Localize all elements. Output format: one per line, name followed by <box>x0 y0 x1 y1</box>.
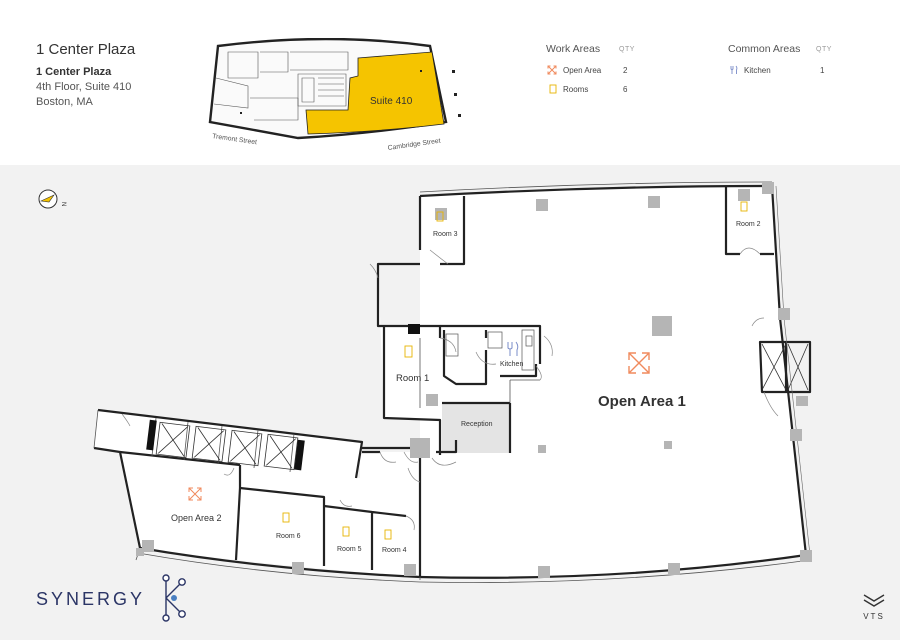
key-plan: Suite 410 Tremont Street Cambridge Stree… <box>208 38 461 152</box>
vts-logo-mark <box>863 594 885 607</box>
left-wing-outer-wall <box>97 408 364 479</box>
floor-plan-area: Room 3 Room 2 Room 1 Kitchen Reception O… <box>0 165 900 640</box>
room-icon-room4 <box>384 529 392 540</box>
synergy-logo-mark <box>162 574 186 622</box>
legend-qty-rooms: 6 <box>623 85 628 94</box>
exterior-wall-bottom <box>139 546 807 579</box>
floor-plan: Room 3 Room 2 Room 1 Kitchen Reception O… <box>93 181 812 583</box>
left-wing-fill <box>120 452 420 577</box>
compass-north-label: N <box>60 202 66 206</box>
room-label-room6: Room 6 <box>276 533 301 540</box>
legend-qty-open-area: 2 <box>623 66 628 75</box>
expand-arrows-icon <box>188 487 202 501</box>
room-label-open-area-1: Open Area 1 <box>598 393 686 410</box>
vts-logo: VTS <box>856 590 892 626</box>
elevator-bank-right <box>761 343 809 391</box>
fork-knife-icon <box>507 341 519 356</box>
address-line-1: 1 Center Plaza <box>36 66 112 78</box>
legend-work-qty-label: QTY <box>619 46 635 53</box>
legend-common-qty-label: QTY <box>816 46 832 53</box>
structural-columns <box>136 182 812 578</box>
reception-area <box>442 403 510 453</box>
room-icon-room3 <box>436 211 444 222</box>
address-line-3: Boston, MA <box>36 96 93 108</box>
main-floor-fill <box>420 186 806 578</box>
vts-label: VTS <box>863 612 885 621</box>
room-label-room2: Room 2 <box>736 221 761 228</box>
legend-qty-kitchen: 1 <box>820 66 825 75</box>
compass-icon: N <box>38 189 66 209</box>
legend-item-kitchen: Kitchen <box>744 66 771 75</box>
elevator-bank-left <box>155 421 299 471</box>
address-line-2: 4th Floor, Suite 410 <box>36 81 132 93</box>
room-label-open-area-2: Open Area 2 <box>171 513 222 523</box>
room-icon-room1 <box>404 345 413 358</box>
keyplan-suite-highlight <box>305 51 445 135</box>
room-label-room1: Room 1 <box>396 373 429 384</box>
header: 1 Center Plaza 1 Center Plaza 4th Floor,… <box>0 0 900 165</box>
expand-arrows-icon <box>547 65 557 75</box>
keyplan-street-right: Cambridge Street <box>387 138 441 152</box>
expand-arrows-icon <box>628 352 650 374</box>
fork-knife-icon <box>730 65 738 74</box>
brand-name: SYNERGY <box>36 589 146 609</box>
room-label-room5: Room 5 <box>337 546 362 553</box>
room-label-room3: Room 3 <box>433 231 458 238</box>
synergy-logo: SYNERGY <box>36 572 196 624</box>
legend-item-rooms: Rooms <box>563 85 589 94</box>
legend-common-areas-heading: Common Areas <box>728 43 801 55</box>
door-icon <box>549 84 557 94</box>
room-label-room4: Room 4 <box>382 547 407 554</box>
keyplan-street-left: Tremont Street <box>212 133 258 146</box>
keyplan-suite-label: Suite 410 <box>370 96 413 107</box>
legend-item-open-area: Open Area <box>563 66 602 75</box>
room-icon-room2 <box>740 201 748 212</box>
upper-left-rooms-fill <box>378 196 540 455</box>
room-label-reception: Reception <box>461 421 493 428</box>
room-icon-room6 <box>282 512 290 523</box>
room-icon-room5 <box>342 526 350 537</box>
building-title: 1 Center Plaza <box>36 41 136 58</box>
legend-work-areas-heading: Work Areas <box>546 43 601 55</box>
room-label-kitchen: Kitchen <box>500 361 523 368</box>
